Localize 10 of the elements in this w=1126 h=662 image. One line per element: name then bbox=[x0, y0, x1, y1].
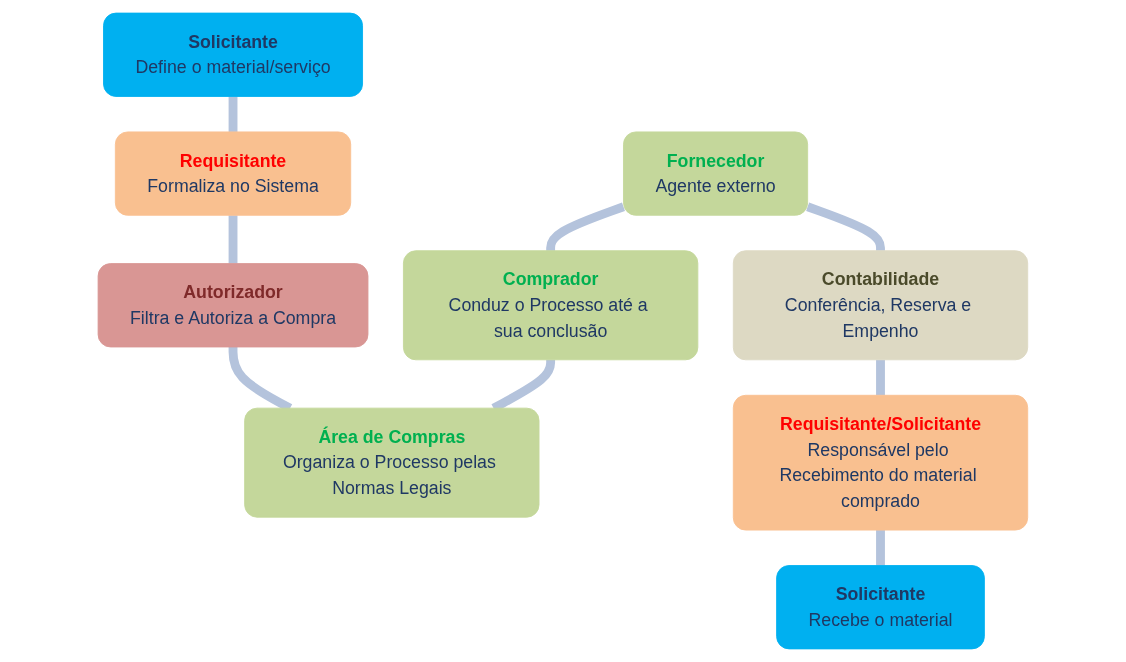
node-box: Requisitante Formaliza no Sistema bbox=[115, 131, 352, 216]
node-box: Fornecedor Agente externo bbox=[623, 131, 809, 216]
node-box: Requisitante/Solicitante Responsável pelo Recebimento do material comprado bbox=[732, 394, 1029, 531]
node-box: Área de Compras Organiza o Processo pelas Normas Legais bbox=[244, 407, 540, 518]
node-box: Solicitante Recebe o material bbox=[776, 565, 985, 650]
node-box: Autorizador Filtra e Autoriza a Compra bbox=[97, 263, 369, 348]
connector bbox=[876, 358, 886, 397]
node-box: Solicitante Define o material/serviço bbox=[103, 12, 364, 97]
node-box: Contabilidade Conferência, Reserva e Empenho bbox=[732, 250, 1029, 361]
node-box: Comprador Conduz o Processo até a sua conclusão bbox=[403, 250, 699, 361]
